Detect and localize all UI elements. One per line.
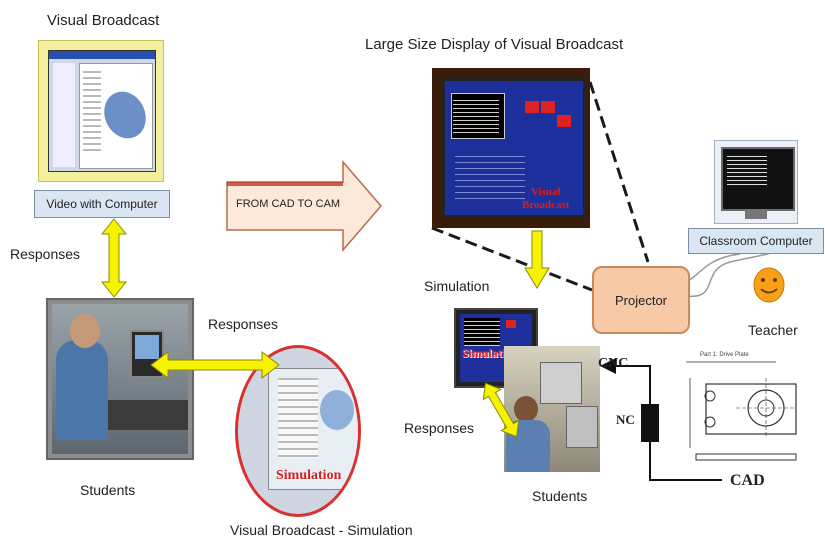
students-photo-right [504,346,600,472]
projector-label: Projector [614,292,668,308]
drawing-title: Part 1: Drive Plate [700,352,749,358]
teacher-smiley-icon [753,267,785,303]
cad-label: CAD [730,472,765,489]
teacher-label: Teacher [748,322,798,338]
classroom-computer-label: Classroom Computer [688,228,824,254]
responses-label-left: Responses [10,246,81,262]
students-photo-left [46,298,194,460]
visual-broadcast-simulation-label: Visual Broadcast - Simulation [230,522,413,538]
responses-label-middle: Responses [208,316,279,332]
video-with-computer-label: Video with Computer [34,190,170,218]
double-arrow-horizontal [150,350,280,380]
students-label-right: Students [532,488,588,504]
nc-label: NC [616,412,635,427]
cnc-label: CNC [598,356,629,371]
large-display-photo: Visual Broadcast [432,68,590,228]
simulation-overlay-circle: Simulation [276,468,342,483]
video-computer-image [38,40,164,182]
classroom-computer-image [714,140,798,224]
from-cad-to-cam-arrow [226,160,382,252]
simulation-zoom-circle: Simulation [235,345,361,517]
simulation-label: Simulation [424,278,490,294]
from-cad-to-cam-label: FROM CAD TO CAM [236,198,341,210]
double-arrow-diagonal [482,382,520,438]
responses-label-right: Responses [404,420,475,436]
down-arrow-display [524,230,550,289]
projector-box: Projector [592,266,690,334]
visual-broadcast-overlay: Visual Broadcast [522,186,570,211]
double-arrow-vertical-left [100,218,128,298]
visual-broadcast-title: Visual Broadcast [47,12,160,29]
large-display-title: Large Size Display of Visual Broadcast [365,36,624,53]
students-label-left: Students [80,482,136,498]
technical-drawing [686,361,797,461]
